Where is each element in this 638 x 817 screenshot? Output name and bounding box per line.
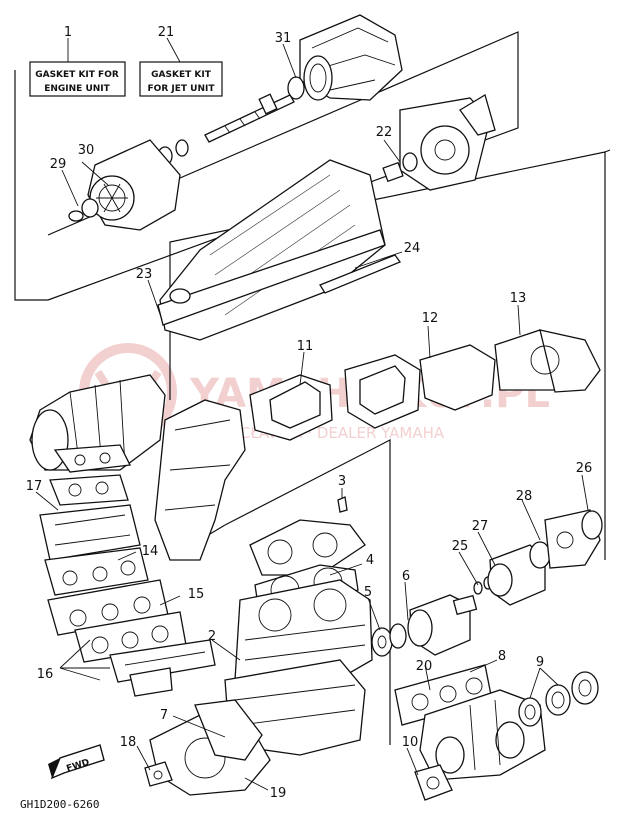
callout-23: 23 — [136, 267, 153, 282]
gasket-kit-jet: GASKET KIT FOR JET UNIT — [139, 37, 223, 97]
callout-22: 22 — [376, 125, 393, 140]
carb-gaskets — [39, 444, 216, 697]
callout-4: 4 — [366, 553, 374, 568]
diagram-code: GH1D200-6260 — [20, 798, 99, 811]
kit-engine-line2: ENGINE UNIT — [44, 84, 110, 94]
callout-26: 26 — [576, 461, 593, 476]
callout-8: 8 — [498, 649, 506, 664]
fwd-arrow-icon: FWD — [48, 744, 105, 780]
callout-30: 30 — [78, 143, 95, 158]
callout-24: 24 — [404, 241, 421, 256]
callout-7: 7 — [160, 708, 168, 723]
callout-12: 12 — [422, 311, 439, 326]
callout-1: 1 — [64, 25, 72, 40]
callout-27: 27 — [472, 519, 489, 534]
gasket-kit-engine: GASKET KIT FOR ENGINE UNIT — [29, 38, 126, 97]
leader-lines — [35, 43, 589, 791]
callout-18: 18 — [120, 735, 137, 750]
callout-28: 28 — [516, 489, 533, 504]
callout-3: 3 — [338, 474, 346, 489]
callout-19: 19 — [270, 786, 287, 801]
engine-block — [144, 496, 373, 796]
callout-2: 2 — [208, 629, 216, 644]
kit-jet-line2: FOR JET UNIT — [148, 84, 216, 94]
kit-engine-line1: GASKET KIT FOR — [35, 70, 119, 80]
jet-unit-parts — [68, 14, 496, 231]
exhaust-chain — [29, 329, 601, 561]
callout-21: 21 — [158, 25, 175, 40]
callout-31: 31 — [275, 31, 292, 46]
callout-16: 16 — [37, 667, 54, 682]
callout-6: 6 — [402, 569, 410, 584]
callout-17: 17 — [26, 479, 43, 494]
kit-jet-line1: GASKET KIT — [151, 70, 212, 80]
callout-13: 13 — [510, 291, 527, 306]
callout-14: 14 — [142, 544, 159, 559]
callout-9: 9 — [536, 655, 544, 670]
callout-11: 11 — [297, 339, 314, 354]
callout-5: 5 — [364, 585, 372, 600]
drive-and-exhaust-parts — [371, 509, 603, 801]
callout-15: 15 — [188, 587, 205, 602]
callout-10: 10 — [402, 735, 419, 750]
intake-duct — [157, 159, 402, 341]
callout-20: 20 — [416, 659, 433, 674]
callout-25: 25 — [452, 539, 469, 554]
callout-29: 29 — [50, 157, 67, 172]
